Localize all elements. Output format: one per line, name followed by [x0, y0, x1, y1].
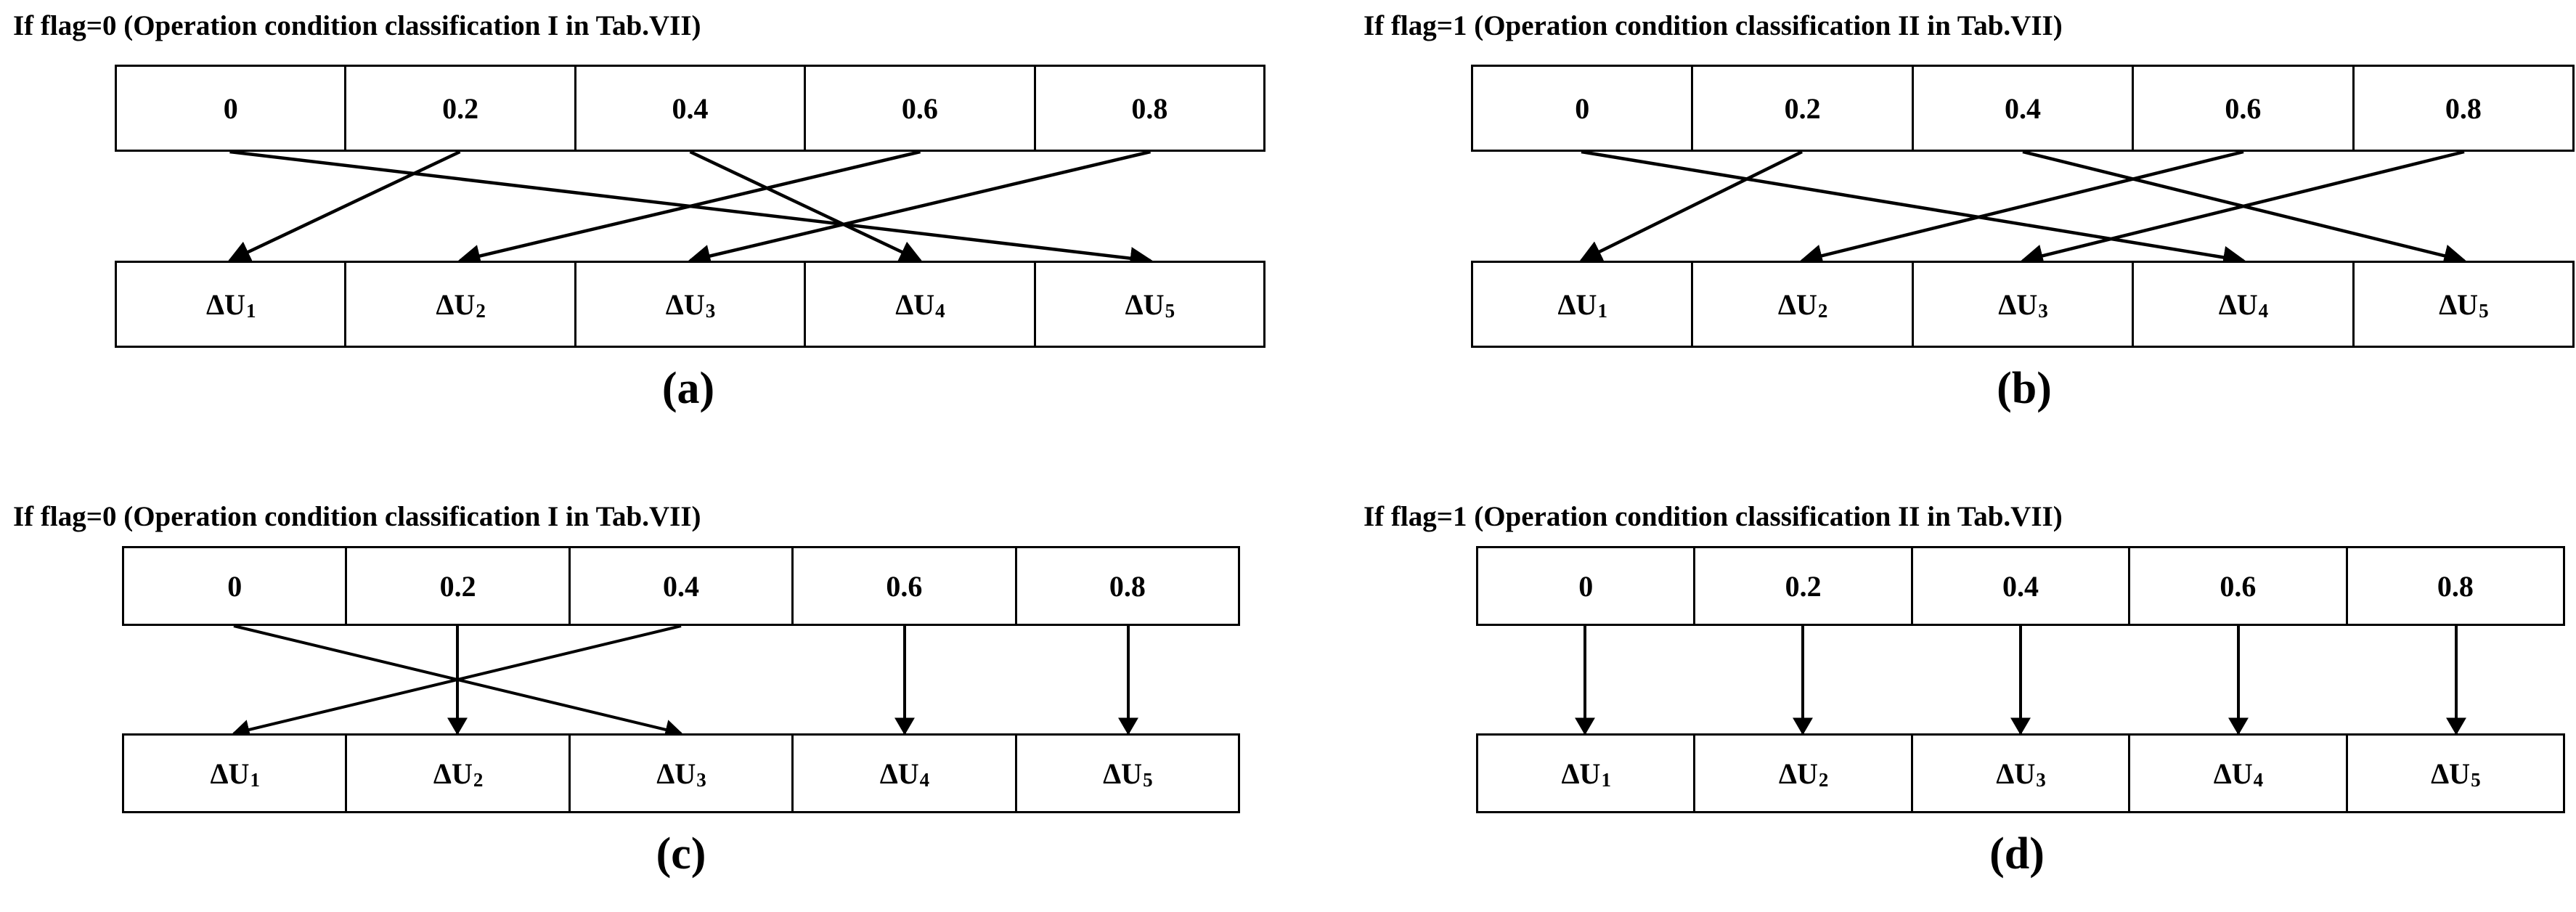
- top-cell-2[interactable]: 0.4: [571, 548, 794, 624]
- top-cell-3[interactable]: 0.6: [2130, 548, 2348, 624]
- arrow-0-to-2: [233, 624, 683, 740]
- panel-d-title: If flag=1 (Operation condition classific…: [1364, 501, 2063, 532]
- arrow-2-to-3: [689, 150, 923, 263]
- top-cell-1[interactable]: 0.2: [1695, 548, 1913, 624]
- top-cell-2[interactable]: 0.4: [1914, 67, 2135, 150]
- arrow-3-to-1: [1799, 150, 2244, 267]
- panel-b-top-row: 0 0.2 0.4 0.6 0.8: [1471, 65, 2575, 152]
- top-cell-0[interactable]: 0: [124, 548, 348, 624]
- panel-b-caption: (b): [1997, 364, 2052, 413]
- panel-b-title: If flag=1 (Operation condition classific…: [1364, 10, 2063, 41]
- bottom-cell-3-base: ΔU: [2213, 757, 2253, 790]
- bottom-cell-3-base: ΔU: [2218, 288, 2258, 321]
- top-cell-2[interactable]: 0.4: [576, 67, 807, 150]
- arrow-1-to-0: [1578, 150, 1803, 263]
- bottom-cell-3-base: ΔU: [879, 757, 919, 790]
- top-cell-3[interactable]: 0.6: [806, 67, 1036, 150]
- panel-c-caption: (c): [656, 829, 706, 879]
- top-cell-3[interactable]: 0.6: [794, 548, 1017, 624]
- panel-a-title: If flag=0 (Operation condition classific…: [13, 10, 701, 41]
- top-cell-4[interactable]: 0.8: [2437, 569, 2474, 603]
- panel-a: If flag=0 (Operation condition classific…: [13, 10, 1291, 460]
- bottom-cell-3-base: ΔU: [895, 288, 935, 321]
- panel-c: If flag=0 (Operation condition classific…: [13, 501, 1291, 908]
- top-cell-4[interactable]: 0.8: [1131, 91, 1168, 125]
- bottom-cell-0-base: ΔU: [1557, 288, 1597, 321]
- arrow-3-to-1: [457, 150, 921, 267]
- panel-d: If flag=1 (Operation condition classific…: [1364, 501, 2569, 908]
- panel-d-arrows: [1575, 626, 2466, 736]
- top-cell-0[interactable]: 0: [1478, 548, 1696, 624]
- top-cell-4[interactable]: 0.8: [2445, 91, 2482, 125]
- top-cell-4[interactable]: 0.8: [1109, 569, 1146, 603]
- bottom-cell-0-base: ΔU: [205, 288, 245, 321]
- top-cell-1[interactable]: 0.2: [347, 548, 571, 624]
- panel-a-arrows: [227, 150, 1154, 270]
- top-cell-1[interactable]: 0.2: [346, 67, 576, 150]
- top-cell-3[interactable]: 0.6: [2134, 67, 2355, 150]
- panel-c-title: If flag=0 (Operation condition classific…: [13, 501, 701, 532]
- bottom-cell-0-base: ΔU: [1561, 757, 1601, 790]
- bottom-cell-1-base: ΔU: [436, 288, 476, 321]
- bottom-cell-4-base: ΔU: [2439, 288, 2479, 321]
- bottom-cell-4-base: ΔU: [2431, 757, 2471, 790]
- arrow-0-to-4: [229, 150, 1154, 270]
- arrow-2-to-4: [2022, 150, 2467, 267]
- panel-a-caption: (a): [661, 364, 715, 413]
- bottom-cell-0-base: ΔU: [210, 757, 250, 790]
- bottom-cell-1-base: ΔU: [1777, 288, 1817, 321]
- top-cell-0[interactable]: 0: [1473, 67, 1694, 150]
- arrow-1-to-0: [227, 150, 461, 263]
- arrow-2-to-0: [232, 624, 682, 740]
- top-cell-0[interactable]: 0: [117, 67, 347, 150]
- panel-c-arrows: [232, 624, 1138, 740]
- panel-c-top-row: 0 0.2 0.4 0.6 0.8: [122, 546, 1240, 626]
- panel-d-top-row: 0 0.2 0.4 0.6 0.8: [1476, 546, 2565, 626]
- panel-a-top-row: 0 0.2 0.4 0.6 0.8: [115, 65, 1265, 152]
- panel-d-caption: (d): [1989, 829, 2045, 879]
- bottom-cell-2-base: ΔU: [656, 757, 696, 790]
- bottom-cell-4-base: ΔU: [1125, 288, 1165, 321]
- bottom-cell-2-base: ΔU: [1996, 757, 2036, 790]
- panel-b: If flag=1 (Operation condition classific…: [1364, 10, 2575, 460]
- arrow-0-to-3: [1581, 150, 2246, 269]
- bottom-cell-2-base: ΔU: [665, 288, 705, 321]
- arrow-4-to-2: [2020, 150, 2465, 267]
- bottom-cell-4-base: ΔU: [1103, 757, 1143, 790]
- top-cell-2[interactable]: 0.4: [1913, 548, 2131, 624]
- bottom-cell-1-base: ΔU: [433, 757, 473, 790]
- top-cell-1[interactable]: 0.2: [1693, 67, 1914, 150]
- arrow-4-to-2: [687, 150, 1152, 267]
- bottom-cell-1-base: ΔU: [1778, 757, 1818, 790]
- panel-b-arrows: [1578, 150, 2467, 269]
- bottom-cell-2-base: ΔU: [1998, 288, 2038, 321]
